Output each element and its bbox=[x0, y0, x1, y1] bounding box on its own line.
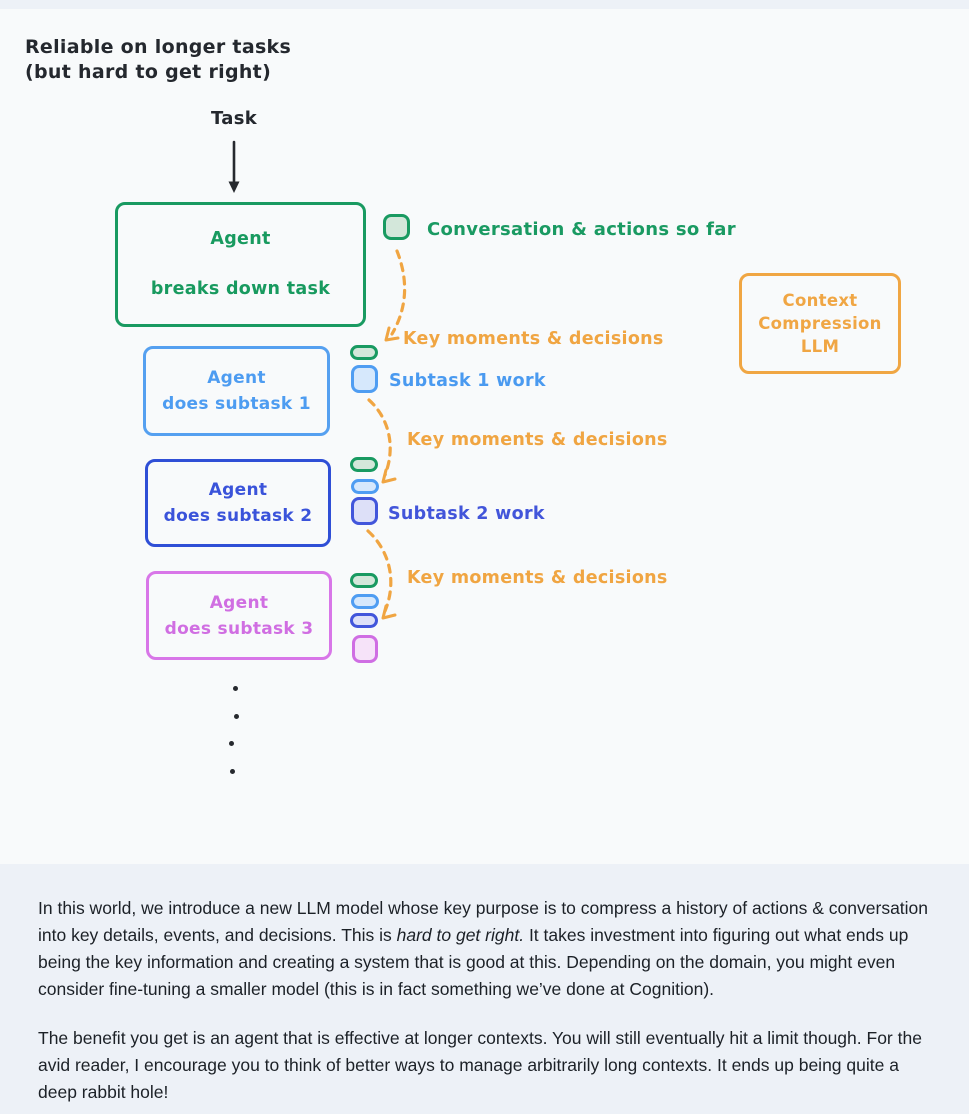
summary-pill-green-2-icon bbox=[350, 457, 378, 472]
subtask-1-line1: Agent bbox=[207, 368, 266, 388]
subtask-2-line2: does subtask 2 bbox=[163, 506, 313, 526]
agent-breakdown-line2: breaks down task bbox=[150, 279, 331, 299]
paragraph-1: In this world, we introduce a new LLM mo… bbox=[38, 895, 935, 1003]
ellipsis-dot-2 bbox=[234, 714, 239, 719]
summary-pill-royal-icon bbox=[350, 613, 378, 628]
summary-pill-green-3-icon bbox=[350, 573, 378, 588]
task-down-arrow bbox=[228, 140, 240, 193]
task-label: Task bbox=[211, 108, 257, 129]
summary-pill-sky-2-icon bbox=[351, 594, 379, 609]
ellipsis-dot-3 bbox=[229, 741, 234, 746]
subtask-1-box: Agent does subtask 1 bbox=[143, 346, 330, 436]
key-moments-label-2: Key moments & decisions bbox=[407, 430, 668, 450]
context-box-line3: LLM bbox=[800, 337, 840, 356]
ellipsis-dot-4 bbox=[230, 769, 235, 774]
subtask-3-line1: Agent bbox=[209, 592, 269, 613]
subtask-2-box: Agent does subtask 2 bbox=[145, 459, 331, 547]
conversation-chip-icon bbox=[383, 214, 410, 240]
summary-pill-sky-1-icon bbox=[351, 479, 379, 494]
subtask-1-work-label: Subtask 1 work bbox=[389, 371, 546, 391]
context-compression-llm-box: Context Compression LLM bbox=[739, 273, 901, 374]
paragraph-1-pre: In this world, we introduce a new LLM mo… bbox=[38, 898, 929, 945]
subtask-2-work-label: Subtask 2 work bbox=[388, 504, 545, 524]
paragraph-2: The benefit you get is an agent that is … bbox=[38, 1028, 922, 1102]
agent-breakdown-line1: Agent bbox=[210, 229, 271, 249]
subtask-1-work-chip-icon bbox=[351, 365, 378, 393]
subtask-2-line1: Agent bbox=[208, 480, 268, 500]
ellipsis-dot-1 bbox=[233, 686, 238, 691]
subtask-3-work-chip-icon bbox=[352, 635, 378, 663]
subtask-3-box: Agent does subtask 3 bbox=[146, 571, 332, 660]
subtask-3-line2: does subtask 3 bbox=[164, 618, 314, 639]
key-moments-label-3: Key moments & decisions bbox=[407, 568, 668, 588]
summary-pill-green-1-icon bbox=[350, 345, 378, 360]
compression-arrow-1 bbox=[384, 249, 407, 342]
subtask-2-work-chip-icon bbox=[351, 497, 378, 525]
diagram-title-line1: Reliable on longer tasks bbox=[25, 36, 292, 58]
context-box-line1: Context bbox=[782, 291, 858, 310]
article-body: In this world, we introduce a new LLM mo… bbox=[38, 864, 935, 1106]
conversation-label: Conversation & actions so far bbox=[427, 219, 736, 240]
paragraph-1-post: It takes investment into figuring out wh… bbox=[38, 925, 909, 999]
key-moments-label-1: Key moments & decisions bbox=[403, 329, 664, 349]
context-box-line2: Compression bbox=[758, 314, 882, 333]
diagram-title-line2: (but hard to get right) bbox=[25, 61, 272, 83]
agent-breakdown-box: Agent breaks down task bbox=[115, 202, 366, 327]
paragraph-1-italic: hard to get right. bbox=[396, 925, 525, 945]
diagram-canvas: Reliable on longer tasks (but hard to ge… bbox=[0, 9, 969, 864]
subtask-1-line2: does subtask 1 bbox=[162, 394, 311, 414]
diagram-title: Reliable on longer tasks (but hard to ge… bbox=[25, 35, 291, 85]
